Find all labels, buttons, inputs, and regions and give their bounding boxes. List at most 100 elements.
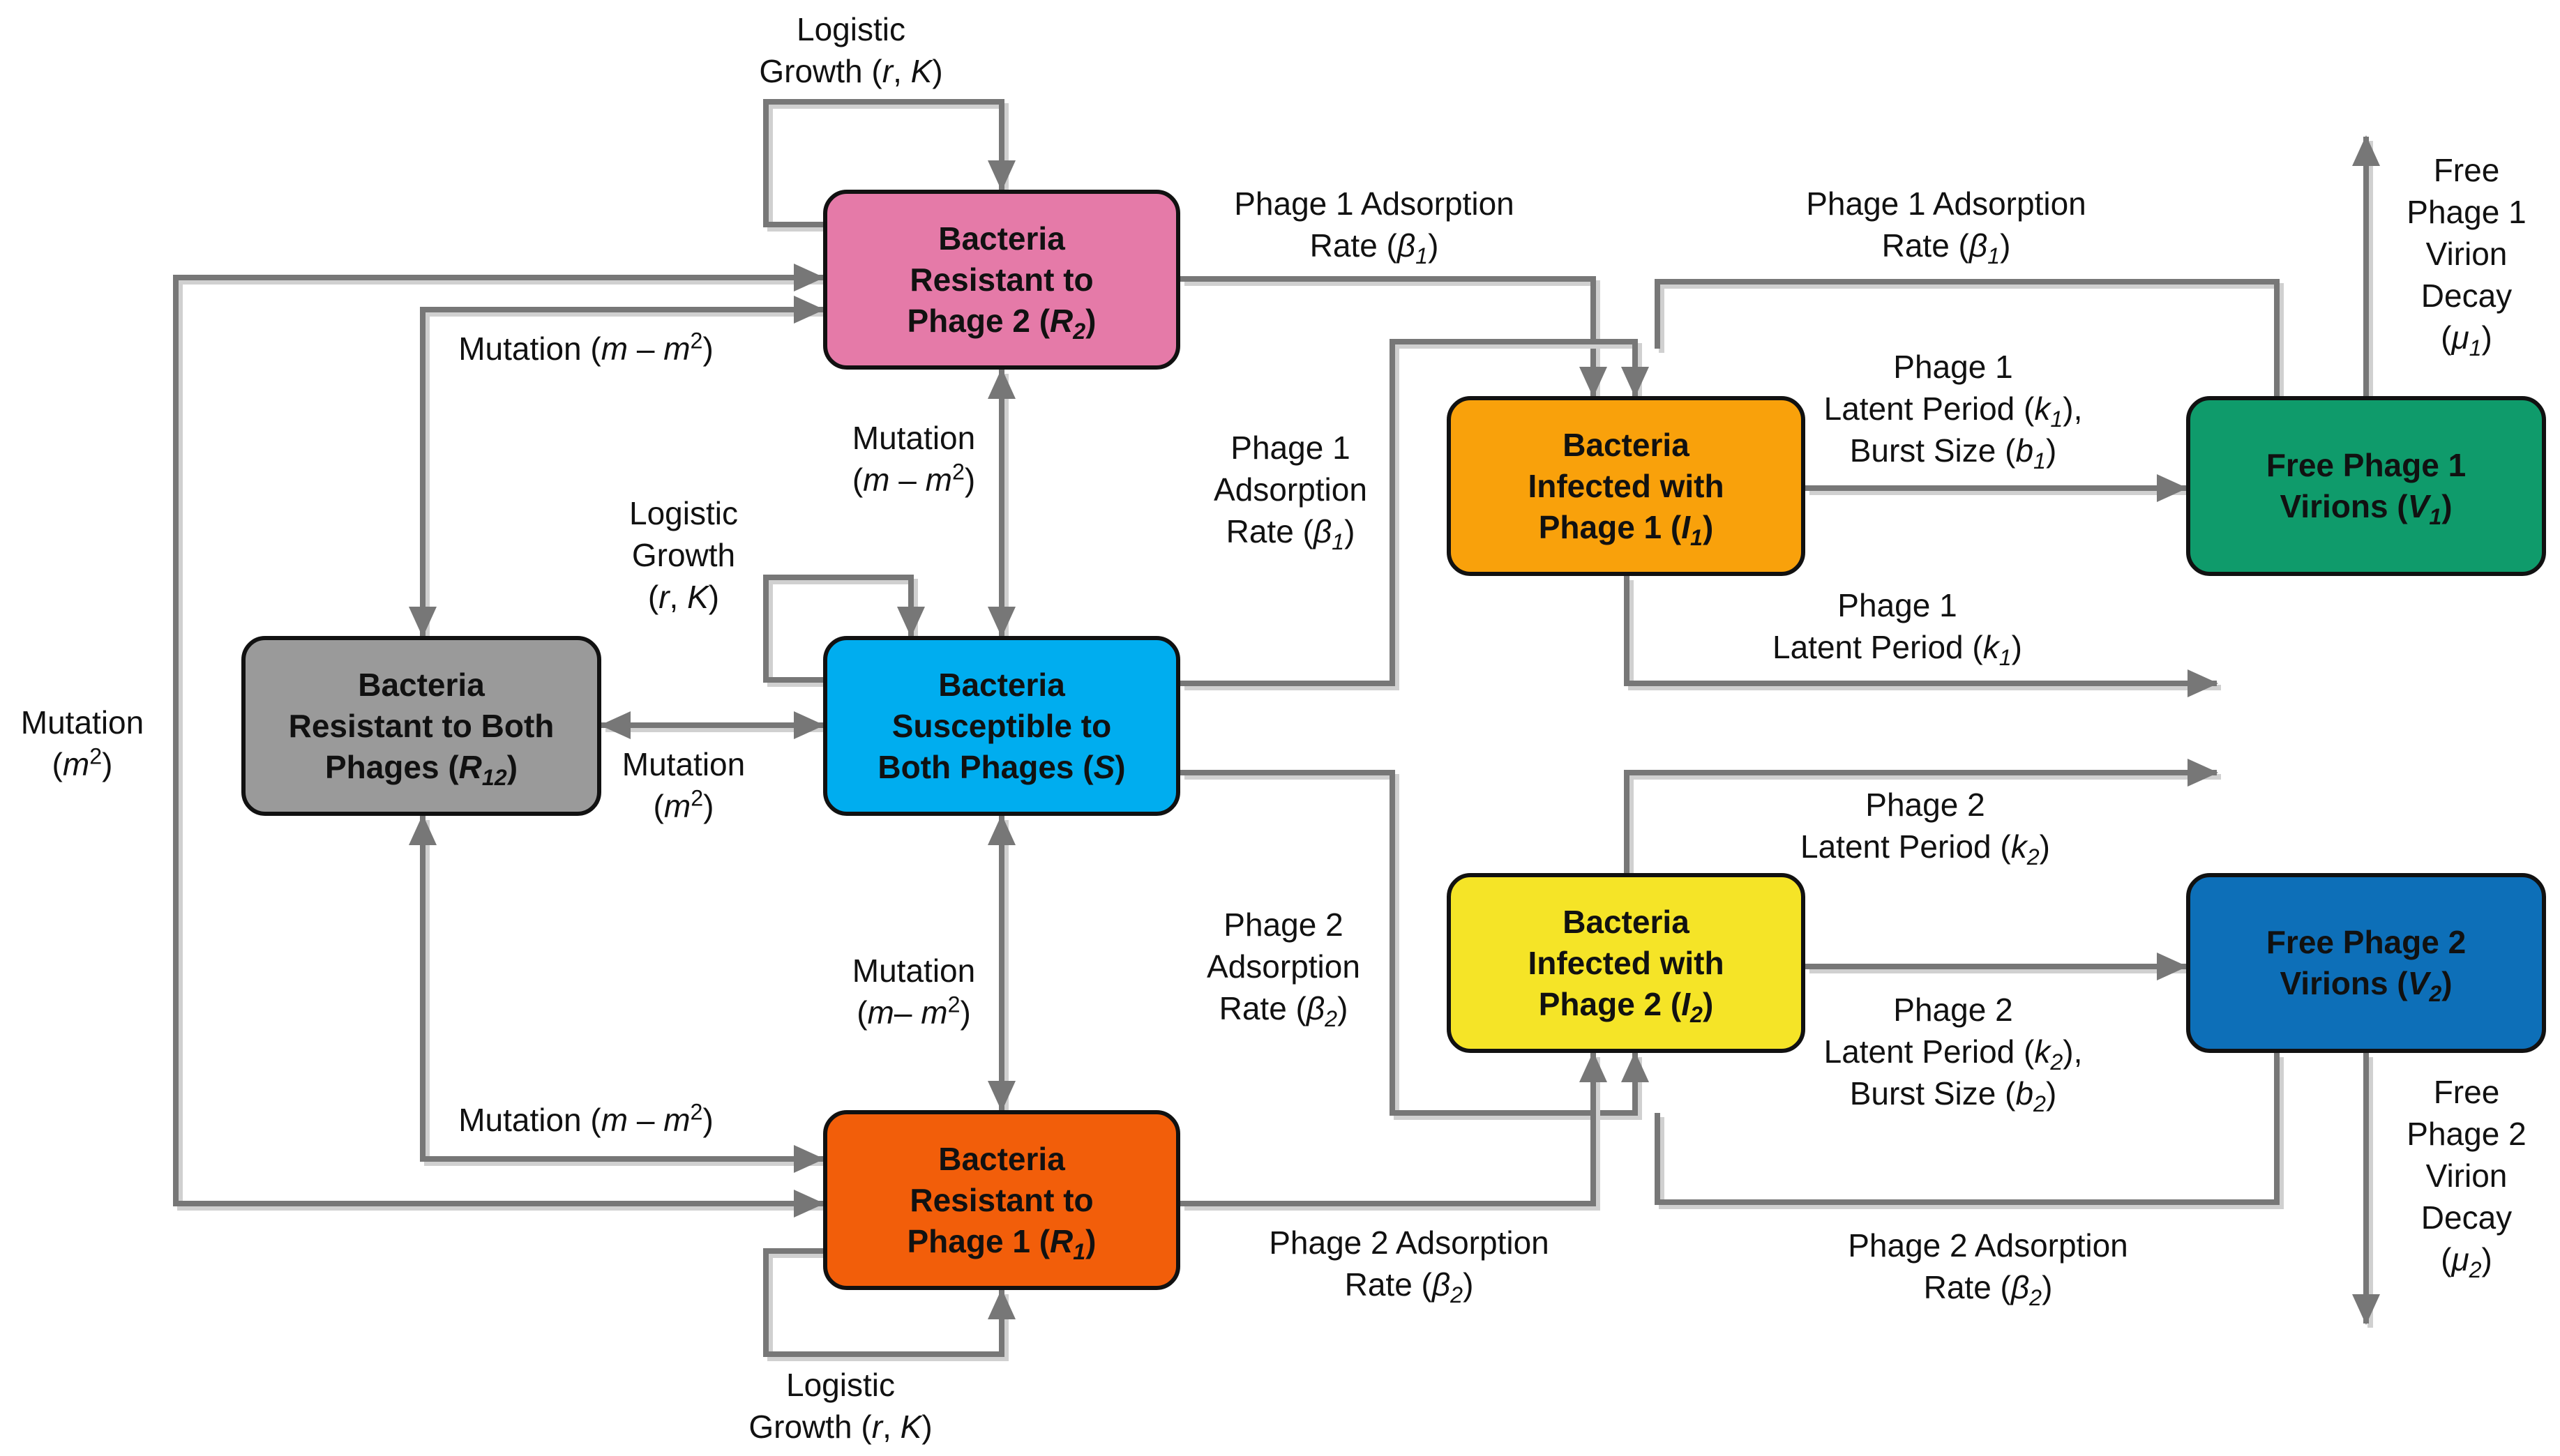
text-line: Mutation	[20, 704, 144, 741]
text-line: Infected with	[1528, 467, 1724, 504]
text-line: Mutation (m – m2)	[458, 1099, 714, 1138]
text-line: Infected with	[1528, 944, 1724, 981]
text-line: Bacteria	[938, 220, 1065, 257]
text-line: Virions (V2)	[2280, 965, 2453, 1007]
text-line: Latent Period (k1)	[1772, 629, 2022, 671]
arrow-i1-latent-shadow	[1628, 580, 2221, 690]
loop-logistic-bottom-shadow	[767, 1252, 1009, 1361]
text-line: (m2)	[653, 785, 714, 824]
arrow-left-mutation-r2-shadow	[177, 279, 827, 1211]
loop-logistic-bottom	[763, 1248, 1016, 1357]
text-line: Phage 2	[2407, 1116, 2527, 1152]
line-v1-to-i1-shadow	[1659, 283, 2284, 400]
text-line: Phage 2 Adsorption	[1848, 1227, 2128, 1264]
text-line: Rate (β2)	[1344, 1266, 1474, 1308]
text-line: Phage 2 (R2)	[907, 302, 1097, 344]
arrow-r2-to-i1-shadow	[1184, 280, 1600, 400]
line-v1-to-i1	[1655, 279, 2280, 396]
text-line: Free	[2433, 152, 2500, 188]
text-line: (m– m2)	[857, 992, 971, 1031]
text-line: Latent Period (k2)	[1800, 828, 2050, 870]
text-line: Bacteria	[358, 666, 485, 703]
text-line: Phage 1 (R1)	[907, 1222, 1097, 1264]
text-line: Resistant to	[910, 261, 1094, 298]
node-free-phage2-virions[interactable]: Free Phage 2 Virions (V2)	[2186, 873, 2546, 1053]
text-line: Free Phage 2	[2266, 924, 2467, 960]
text-line: Phage 1 (I1)	[1538, 508, 1714, 550]
label-phage1-latent: Phage 1 Latent Period (k1)	[1744, 584, 2051, 671]
arrow-i2-latent-shadow	[1628, 774, 2221, 877]
text-line: Phage 1 Adsorption	[1806, 185, 2086, 222]
text-line: Phage 2 Adsorption	[1269, 1224, 1549, 1261]
label-mutation-r2-r12: Mutation (m – m2)	[432, 328, 739, 370]
arrow-r2-r12	[409, 296, 825, 637]
text-line: Latent Period (k1),	[1823, 390, 2083, 432]
text-line: Virion	[2425, 236, 2508, 272]
line-v2-to-i2-shadow	[1659, 1057, 2284, 1209]
text-line: (r, K)	[647, 579, 720, 615]
text-line: Free Phage 1	[2266, 447, 2467, 483]
text-line: Burst Size (b1)	[1849, 432, 2057, 474]
label-mutation-s-r12: Mutation(m2)	[600, 743, 767, 827]
text-line: Mutation (m – m2)	[458, 328, 714, 367]
loop-logistic-top	[763, 99, 1016, 227]
text-line: Rate (β1)	[1309, 227, 1439, 269]
text-line: Phage 2 (I2)	[1538, 985, 1714, 1027]
text-line: Rate (β2)	[1219, 990, 1348, 1032]
arrow-s-to-i1-shadow	[1184, 343, 1642, 690]
arrow-s-to-i2	[1180, 770, 1649, 1116]
text-line: Decay	[2420, 278, 2513, 314]
arrow-i1-latent	[1624, 576, 2218, 697]
arrow-r1-to-i2-shadow	[1184, 1057, 1600, 1211]
arrow-s-to-i1	[1180, 339, 1649, 686]
text-line: Bacteria	[1563, 903, 1689, 940]
text-line: Phage 1	[1837, 587, 1957, 623]
text-line: Both Phages (S)	[878, 748, 1126, 785]
arrow-i2-latent	[1624, 759, 2218, 873]
text-line: Logistic	[629, 495, 738, 531]
arrow-r1-to-i2	[1180, 1052, 1607, 1206]
line-v2-to-i2	[1655, 1053, 2280, 1205]
label-mutation-r1-r12: Mutation (m – m2)	[432, 1099, 739, 1141]
text-line: Phage 2	[1223, 907, 1343, 943]
text-line: Decay	[2420, 1199, 2513, 1236]
text-line: Phage 1	[2407, 194, 2527, 230]
text-line: Growth (r, K)	[759, 53, 943, 89]
text-line: Resistant to Both	[288, 707, 555, 744]
text-line: (μ1)	[2441, 319, 2492, 361]
loop-logistic-top-shadow	[767, 103, 1009, 232]
text-line: Logistic	[797, 11, 905, 47]
text-line: Logistic	[786, 1367, 895, 1403]
label-mutation-s-r1: Mutation(m– m2)	[809, 950, 1018, 1033]
text-line: Phage 1	[1230, 430, 1350, 466]
label-mutation-s-r2: Mutation(m – m2)	[809, 417, 1018, 501]
label-mutation-left: Mutation(m2)	[0, 702, 165, 785]
arrow-r2-to-i1	[1180, 276, 1607, 397]
text-line: Adsorption	[1214, 471, 1367, 508]
text-line: Mutation	[852, 953, 976, 989]
text-line: Susceptible to	[891, 707, 1112, 744]
text-line: Resistant to	[910, 1181, 1094, 1218]
text-line: (m2)	[52, 743, 113, 782]
text-line: Rate (β1)	[1226, 513, 1355, 555]
